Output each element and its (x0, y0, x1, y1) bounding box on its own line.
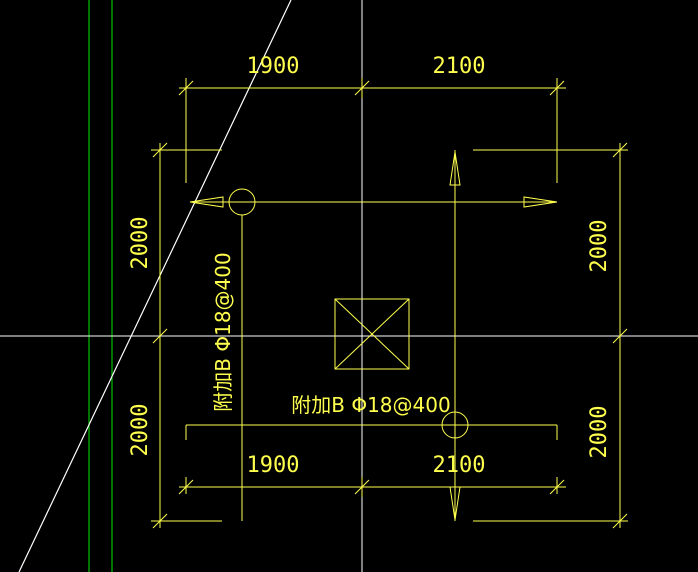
bottom-dimension-chain (178, 477, 566, 497)
vertical-rebar[interactable] (241, 150, 461, 521)
dim-top-left: 1900 (247, 54, 300, 79)
right-dimension-chain (473, 142, 628, 529)
footing-outline (185, 424, 558, 440)
diagonal-edge-line (18, 0, 292, 572)
dim-right-lower: 2000 (587, 406, 612, 459)
horizontal-rebar[interactable] (189, 196, 558, 208)
horizontal-rebar-label: 附加B Φ18@400 (291, 393, 450, 417)
top-dimension-chain (178, 78, 566, 183)
column-cross-icon[interactable] (334, 298, 410, 370)
rebar-circle-icon[interactable] (228, 188, 256, 216)
vertical-rebar-label: 附加B Φ18@400 (211, 252, 235, 411)
rebar-circle-icon[interactable] (441, 411, 469, 439)
dim-bottom-left: 1900 (247, 453, 300, 478)
dim-bottom-right: 2100 (433, 453, 486, 478)
dim-left-upper: 2000 (128, 217, 153, 270)
dim-left-lower: 2000 (128, 404, 153, 457)
left-dimension-chain (151, 142, 222, 529)
dim-right-upper: 2000 (587, 220, 612, 273)
dim-top-right: 2100 (433, 54, 486, 79)
